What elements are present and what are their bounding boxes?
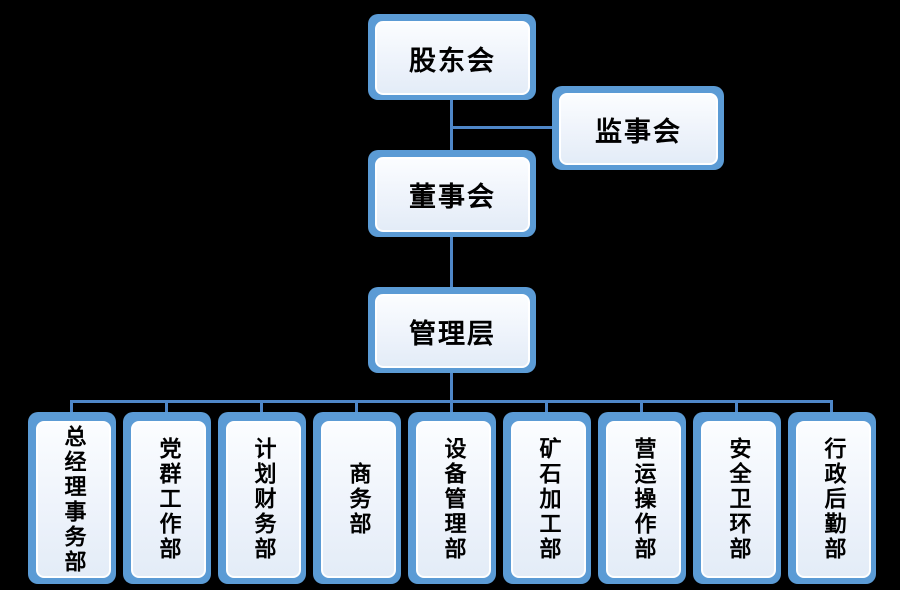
- node-label-shareholders: 股东会: [409, 45, 496, 76]
- node-label-dept-4: 商务部: [346, 462, 372, 537]
- node-label-board: 董事会: [409, 182, 496, 212]
- org-node-dept-planning-finance: 计划财务部: [218, 412, 306, 584]
- connector-drop-8: [735, 402, 738, 414]
- node-label-supervisors: 监事会: [595, 116, 682, 147]
- node-plate: 安全卫环部: [701, 421, 776, 578]
- org-node-dept-ore-processing: 矿石加工部: [503, 412, 591, 584]
- node-label-dept-1: 总经理事务部: [61, 424, 87, 575]
- connector-drop-3: [260, 402, 263, 414]
- node-label-dept-2: 党群工作部: [156, 437, 182, 562]
- node-plate: 管理层: [375, 294, 530, 368]
- connector-drop-9: [830, 402, 833, 414]
- connector-management-trunk: [450, 371, 453, 403]
- connector-board-management: [450, 235, 453, 289]
- node-plate: 设备管理部: [416, 421, 491, 578]
- node-label-dept-5: 设备管理部: [441, 437, 467, 562]
- node-label-dept-3: 计划财务部: [251, 437, 277, 562]
- node-plate: 股东会: [375, 21, 530, 95]
- connector-drop-2: [165, 402, 168, 414]
- org-node-board: 董事会: [368, 150, 536, 237]
- org-node-dept-general-manager-affairs: 总经理事务部: [28, 412, 116, 584]
- org-node-dept-party-mass-work: 党群工作部: [123, 412, 211, 584]
- node-plate: 总经理事务部: [36, 421, 111, 578]
- node-plate: 商务部: [321, 421, 396, 578]
- node-plate: 计划财务部: [226, 421, 301, 578]
- node-label-dept-9: 行政后勤部: [821, 437, 847, 562]
- node-plate: 行政后勤部: [796, 421, 871, 578]
- org-node-shareholders: 股东会: [368, 14, 536, 100]
- node-plate: 营运操作部: [606, 421, 681, 578]
- connector-drop-7: [640, 402, 643, 414]
- org-node-dept-admin-logistics: 行政后勤部: [788, 412, 876, 584]
- connector-drop-4: [355, 402, 358, 414]
- org-node-management: 管理层: [368, 287, 536, 373]
- org-node-dept-commerce: 商务部: [313, 412, 401, 584]
- org-node-dept-operations: 营运操作部: [598, 412, 686, 584]
- connector-shareholders-board: [450, 96, 453, 154]
- connector-drop-5: [450, 402, 453, 414]
- node-plate: 党群工作部: [131, 421, 206, 578]
- node-label-dept-7: 营运操作部: [631, 437, 657, 562]
- org-node-dept-equipment-management: 设备管理部: [408, 412, 496, 584]
- connector-departments-bus: [70, 400, 833, 403]
- node-plate: 董事会: [375, 157, 530, 232]
- connector-drop-1: [70, 402, 73, 414]
- org-node-supervisors: 监事会: [552, 86, 724, 170]
- connector-supervisors-branch: [451, 126, 554, 129]
- node-plate: 监事会: [559, 93, 718, 165]
- node-label-management: 管理层: [409, 318, 496, 349]
- node-plate: 矿石加工部: [511, 421, 586, 578]
- node-label-dept-6: 矿石加工部: [536, 437, 562, 562]
- org-node-dept-safety-health-environment: 安全卫环部: [693, 412, 781, 584]
- connector-drop-6: [545, 402, 548, 414]
- node-label-dept-8: 安全卫环部: [726, 437, 752, 562]
